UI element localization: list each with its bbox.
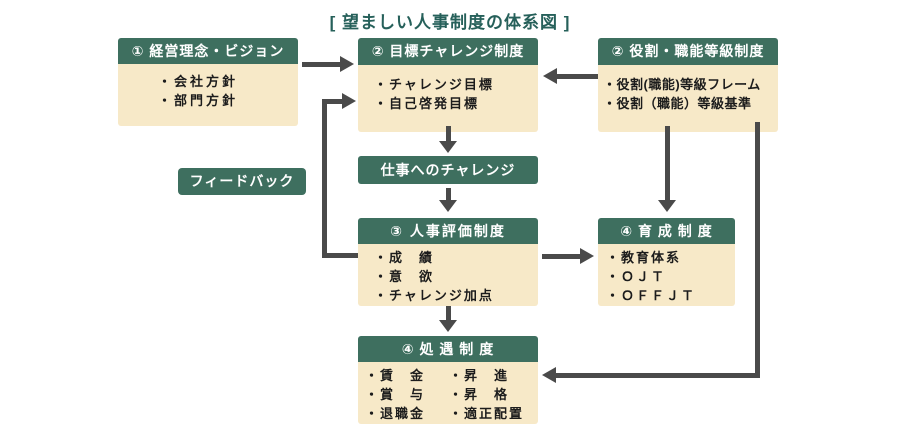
box-evaluation-header: ③ 人事評価制度 — [358, 218, 538, 244]
box-goal-challenge: ② 目標チャレンジ制度 ・チャレンジ目標 ・自己啓発目標 — [358, 38, 538, 132]
list-item: ・退職金 — [365, 406, 426, 421]
list-item: ・部門方針 — [158, 93, 239, 108]
box-development-body: ・教育体系 ・ＯＪＴ ・ＯＦＦＪＴ — [598, 244, 735, 306]
box-evaluation: ③ 人事評価制度 ・成 績 ・意 欲 ・チャレンジ加点 — [358, 218, 538, 306]
box-vision: ① 経営理念・ビジョン ・会社方針 ・部門方針 — [118, 38, 298, 126]
box-vision-header: ① 経営理念・ビジョン — [118, 38, 298, 64]
work-challenge-label: 仕事へのチャレンジ — [358, 156, 538, 184]
diagram-title: [ 望ましい人事制度の体系図 ] — [329, 13, 571, 32]
list-item: ・会社方針 — [158, 74, 239, 89]
box-role-grade: ② 役割・職能等級制度 ・役割(職能)等級フレーム ・役割（職能）等級基準 — [598, 38, 778, 132]
treatment-right-column: ・昇 進 ・昇 格 ・適正配置 — [449, 366, 538, 424]
list-item: ・教育体系 — [606, 250, 682, 265]
treatment-left-column: ・賃 金 ・賞 与 ・退職金 — [358, 366, 449, 424]
list-item: ・昇 格 — [449, 387, 510, 402]
list-item: ・昇 進 — [449, 368, 510, 383]
feedback-label: フィードバック — [178, 168, 306, 195]
list-item: ・ＯＦＦＪＴ — [606, 288, 697, 303]
list-item: ・意 欲 — [374, 269, 435, 284]
box-role-grade-body: ・役割(職能)等級フレーム ・役割（職能）等級基準 — [598, 65, 778, 132]
box-evaluation-body: ・成 績 ・意 欲 ・チャレンジ加点 — [358, 244, 538, 306]
list-item: ・賞 与 — [365, 387, 426, 402]
box-goal-challenge-header: ② 目標チャレンジ制度 — [358, 38, 538, 65]
list-item: ・役割(職能)等級フレーム — [603, 77, 761, 92]
list-item: ・適正配置 — [449, 406, 525, 421]
box-treatment-body: ・賃 金 ・賞 与 ・退職金 ・昇 進 ・昇 格 ・適正配置 — [358, 362, 538, 424]
box-vision-body: ・会社方針 ・部門方針 — [118, 64, 298, 126]
box-treatment-header: ④ 処 遇 制 度 — [358, 336, 538, 362]
box-treatment: ④ 処 遇 制 度 ・賃 金 ・賞 与 ・退職金 ・昇 進 ・昇 格 ・適正配置 — [358, 336, 538, 424]
box-role-grade-header: ② 役割・職能等級制度 — [598, 38, 778, 65]
box-goal-challenge-body: ・チャレンジ目標 ・自己啓発目標 — [358, 65, 538, 132]
list-item: ・ＯＪＴ — [606, 269, 667, 284]
list-item: ・チャレンジ目標 — [374, 77, 494, 92]
list-item: ・役割（職能）等級基準 — [603, 96, 752, 111]
box-development-header: ④ 育 成 制 度 — [598, 218, 735, 244]
list-item: ・成 績 — [374, 250, 435, 265]
list-item: ・チャレンジ加点 — [374, 288, 494, 303]
list-item: ・賃 金 — [365, 368, 426, 383]
box-development: ④ 育 成 制 度 ・教育体系 ・ＯＪＴ ・ＯＦＦＪＴ — [598, 218, 735, 306]
list-item: ・自己啓発目標 — [374, 96, 480, 111]
